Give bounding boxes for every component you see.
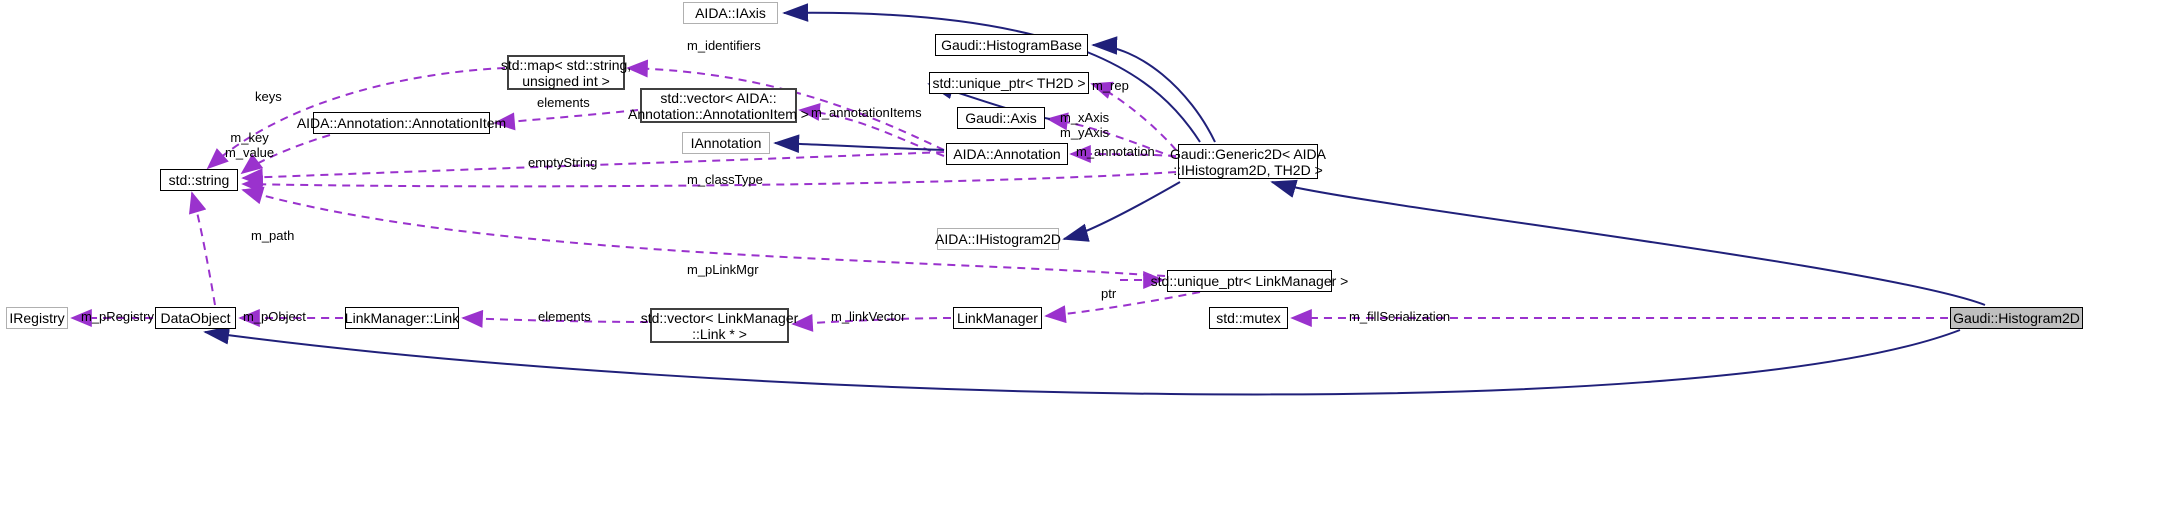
edge-label-elements-lmlink: elements — [538, 309, 591, 324]
node-linkmanager[interactable]: LinkManager — [953, 307, 1042, 329]
edge-ptr — [1044, 291, 1201, 324]
edge-label-emptystring: emptyString — [528, 155, 598, 170]
edge-label-m-pobject: m_pObject — [243, 309, 306, 324]
edge-label-elements-annotationitem: elements — [537, 95, 590, 110]
edge-label-m-xyaxis: m_xAxis m_yAxis — [1060, 110, 1110, 140]
node-gaudi-histogrambase[interactable]: Gaudi::HistogramBase — [935, 34, 1088, 56]
edge-inh-dataobject — [203, 326, 1961, 396]
node-aida-annotation[interactable]: AIDA::Annotation — [946, 143, 1068, 165]
edge-label-m-pregistry: m_pRegistry — [81, 309, 154, 324]
edge-label-m-annotation: m_annotation — [1076, 144, 1155, 159]
node-std-vector-annotationitem[interactable]: std::vector< AIDA:: Annotation::Annotati… — [628, 88, 809, 123]
node-std-map-string-uint[interactable]: std::map< std::string, unsigned int > — [500, 55, 632, 90]
inheritance-edges — [203, 3, 1986, 396]
edge-label-m-path: m_path — [251, 228, 295, 243]
node-aida-iaxis[interactable]: AIDA::IAxis — [683, 2, 778, 24]
node-gaudi-generic2d[interactable]: Gaudi::Generic2D< AIDA ::IHistogram2D, T… — [1169, 144, 1327, 179]
edge-elements-annotationitem — [493, 109, 639, 131]
node-linkmanager-link[interactable]: LinkManager::Link — [345, 307, 459, 329]
edge-label-m-plinkmgr: m_pLinkMgr — [687, 262, 759, 277]
node-aida-ihistogram2d[interactable]: AIDA::IHistogram2D — [935, 228, 1061, 250]
node-iannotation[interactable]: IAnnotation — [682, 132, 770, 154]
node-std-unique-ptr-linkmanager[interactable]: std::unique_ptr< LinkManager > — [1151, 270, 1348, 292]
edge-label-m-linkvector: m_linkVector — [831, 309, 906, 324]
edge-inh-iannotation — [773, 134, 945, 153]
node-dataobject[interactable]: DataObject — [155, 307, 236, 329]
node-std-mutex[interactable]: std::mutex — [1209, 307, 1288, 329]
node-std-unique-ptr-th2d[interactable]: std::unique_ptr< TH2D > — [929, 72, 1089, 94]
edge-label-m-annotationitems: m_annotationItems — [811, 105, 922, 120]
edge-inh-generic2d — [1270, 179, 1986, 306]
edge-label-m-fillserialization: m_fillSerialization — [1349, 309, 1451, 324]
node-aida-annotation-annotationitem[interactable]: AIDA::Annotation::AnnotationItem — [297, 112, 506, 134]
edge-label-m-rep: m_rep — [1092, 78, 1129, 93]
edge-inh-ihist2d — [1062, 181, 1181, 242]
edge-label-ptr: ptr — [1101, 286, 1117, 301]
edge-inh-histbase — [1091, 36, 1216, 143]
edge-label-m-key-value: m_key m_value — [225, 130, 275, 160]
node-gaudi-axis[interactable]: Gaudi::Axis — [957, 107, 1045, 129]
node-iregistry[interactable]: IRegistry — [6, 307, 68, 329]
node-gaudi-histogram2d[interactable]: Gaudi::Histogram2D — [1950, 307, 2083, 329]
edge-m-path — [188, 191, 216, 306]
edge-label-m-classtype: m_classType — [687, 172, 763, 187]
node-std-string[interactable]: std::string — [160, 169, 238, 191]
node-std-vector-linkmanager-link-ptr[interactable]: std::vector< LinkManager ::Link * > — [640, 308, 799, 343]
edge-label-keys: keys — [255, 89, 282, 104]
edge-label-m-identifiers: m_identifiers — [687, 38, 761, 53]
